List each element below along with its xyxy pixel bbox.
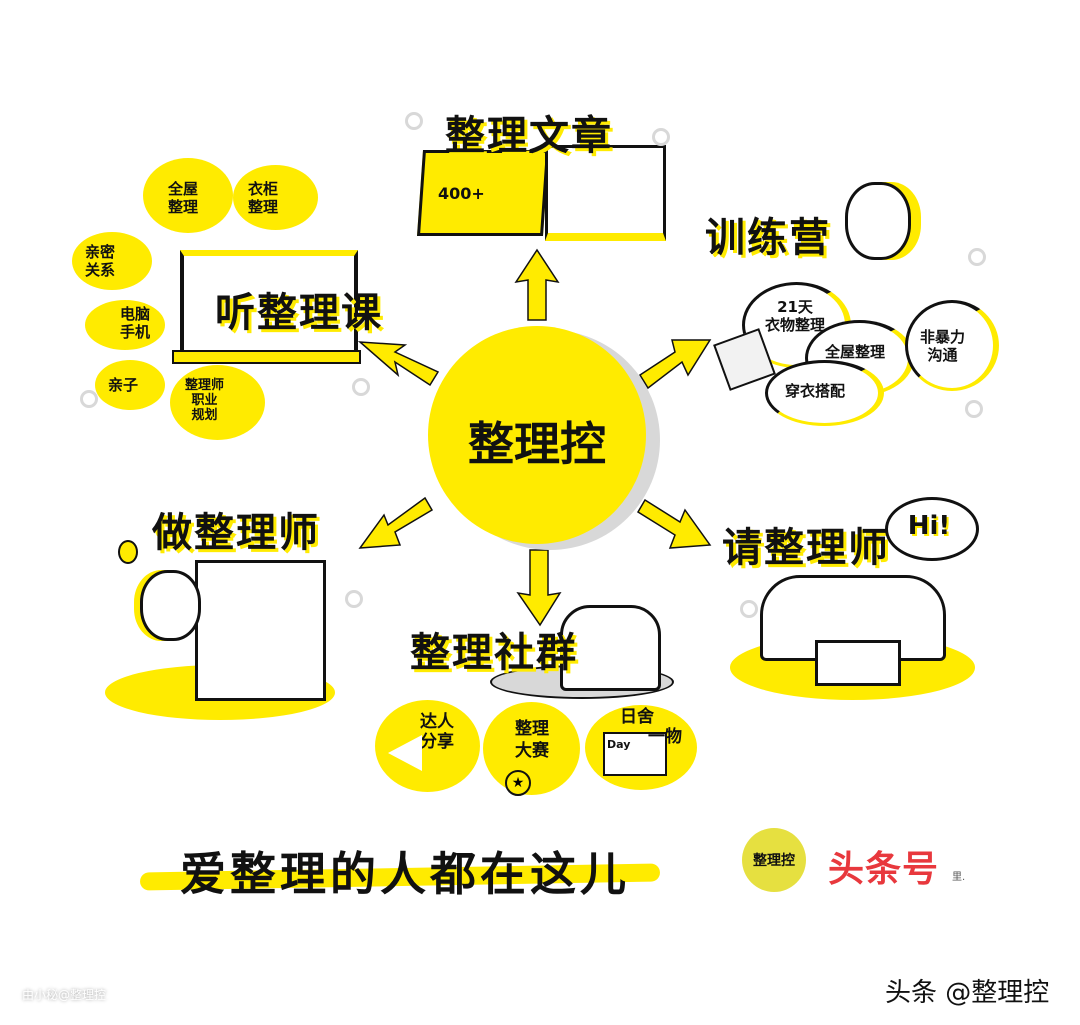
center-circle <box>428 326 646 544</box>
camp-bubble-4 <box>765 360 884 426</box>
brand-badge <box>742 828 806 892</box>
course-item-text: 衣柜 <box>248 180 279 198</box>
community-item-text: 整理 <box>515 719 549 739</box>
course-item-text: 亲密 <box>85 243 116 261</box>
community-title: 整理社群 <box>410 630 578 676</box>
course-item-text: 整理 <box>168 198 199 216</box>
wardrobe <box>195 560 326 701</box>
camp-item-text: 非暴力 <box>920 328 966 346</box>
decor-dot <box>405 112 423 130</box>
community-item: 一物 <box>648 727 682 747</box>
decor-dot <box>652 128 670 146</box>
course-bubble-parent <box>95 360 165 410</box>
trainer-face <box>845 182 911 260</box>
decor-dot <box>968 248 986 266</box>
course-item-text: 全屋 <box>168 180 199 198</box>
crowd <box>560 605 661 691</box>
course-item: 全屋整理 <box>168 180 198 216</box>
camp-item-21days: 21天衣物整理 <box>765 298 825 334</box>
community-item: 整理大赛 <box>515 718 549 762</box>
articles-count: 400+ <box>438 184 485 203</box>
arrow-down-left-icon <box>358 496 434 549</box>
course-item: 衣柜整理 <box>248 180 278 216</box>
whiteboard-tray <box>172 350 361 364</box>
course-bubble-closet <box>233 165 318 230</box>
calendar <box>603 732 667 776</box>
community-item-text: 大赛 <box>515 741 549 761</box>
camp-item-text: 衣物整理 <box>765 316 826 334</box>
megaphone-icon <box>388 735 422 771</box>
toutiao-logo: 头条号 <box>828 849 940 890</box>
course-item-text: 手机 <box>120 323 151 341</box>
camp-item-home: 全屋整理 <box>825 343 886 361</box>
logo-mark: 里. <box>952 872 966 883</box>
slogan: 爱整理的人都在这儿 <box>180 847 630 901</box>
decor-dot <box>345 590 363 608</box>
camp-title: 训练营 <box>705 215 831 261</box>
course-item-text: 关系 <box>85 261 116 279</box>
articles-chart <box>545 145 666 241</box>
course-item-text: 职业 <box>191 393 218 408</box>
community-item: 达人分享 <box>420 712 454 752</box>
community-item-text: 分享 <box>420 732 454 752</box>
hire-title: 请整理师 <box>722 525 890 571</box>
arrow-up-icon <box>514 248 560 321</box>
course-item-text: 整理师 <box>185 378 225 393</box>
course-bubble-home <box>143 158 233 233</box>
decor-dot <box>965 400 983 418</box>
camp-item-nvc: 非暴力沟通 <box>920 328 965 364</box>
become-title: 做整理师 <box>152 510 320 556</box>
watermark-left: 由小秘@整理控 <box>22 988 107 1002</box>
arrow-down-icon <box>516 549 562 627</box>
camp-item-text: 沟通 <box>927 346 958 364</box>
camp-bubble-3 <box>905 300 999 391</box>
brand-badge-label: 整理控 <box>753 853 795 869</box>
decor-dot <box>352 378 370 396</box>
courses-title: 听整理课 <box>215 290 383 336</box>
speech-bubble <box>885 497 979 561</box>
course-item: 亲子 <box>108 376 139 394</box>
speech-text: Hi! <box>907 511 951 541</box>
course-item: 亲密关系 <box>85 243 115 279</box>
camp-item-outfit: 穿衣搭配 <box>785 382 846 400</box>
decor-dot <box>740 600 758 618</box>
course-bubble-relation <box>72 232 152 290</box>
watermark-right: 头条 @整理控 <box>885 978 1050 1008</box>
course-item-text: 规划 <box>191 408 218 423</box>
articles-title: 整理文章 <box>445 113 613 159</box>
course-item: 整理师职业规划 <box>185 378 224 423</box>
arrow-up-left-icon <box>357 341 440 387</box>
decor-dot <box>80 390 98 408</box>
course-bubble-career <box>170 365 265 440</box>
course-item-text: 整理 <box>248 198 279 216</box>
organizer-figure <box>140 570 201 641</box>
community-bubble-contest <box>483 702 580 795</box>
calendar-day: Day <box>607 738 631 751</box>
arrow-up-right-icon <box>638 339 712 390</box>
storage-box <box>815 640 901 686</box>
lightbulb-icon <box>118 540 138 564</box>
course-item: 电脑手机 <box>120 305 150 341</box>
center-label: 整理控 <box>468 417 606 471</box>
community-item: 日舍 <box>620 707 654 727</box>
course-item-text: 电脑 <box>120 305 151 323</box>
arrow-down-right-icon <box>636 498 712 549</box>
community-item-text: 达人 <box>420 712 454 732</box>
medal-star-icon: ★ <box>505 770 531 796</box>
course-bubble-digital <box>85 300 165 350</box>
camp-item-text: 21天 <box>777 298 813 316</box>
